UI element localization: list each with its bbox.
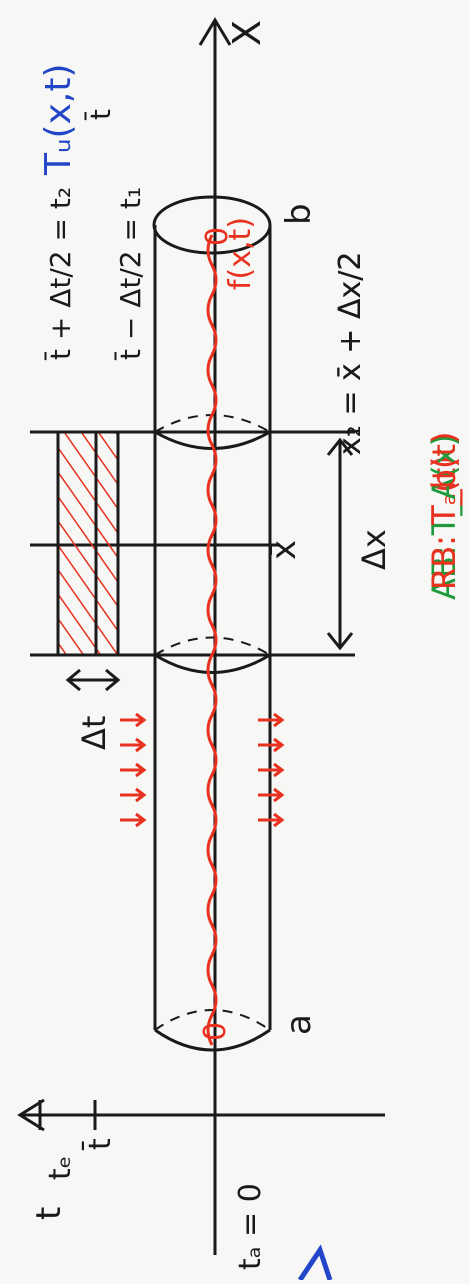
delta-t-arrowhead-left-icon xyxy=(65,668,81,692)
t1-formula: t̄ − Δt/2 = t₁ xyxy=(113,187,147,361)
t-axis-arrow-icon xyxy=(17,1098,45,1132)
boundary-zero-left: 0 xyxy=(198,1022,233,1041)
boundary-zero-right: 0 xyxy=(200,227,235,246)
x1-formula: x₁ = x̄ − Δx/2 xyxy=(333,252,368,455)
delta-x-arrowhead-bottom-icon xyxy=(326,632,354,651)
rod-bottom-cap xyxy=(154,1028,271,1052)
cross-section-x1-back xyxy=(154,636,271,656)
source-label: f(x,t) xyxy=(223,217,258,290)
x-axis-arrow-icon xyxy=(198,17,232,46)
tu-label: Tᵤ(x,t) xyxy=(38,63,79,176)
t-mid-label: t̄ xyxy=(83,109,117,121)
point-b-label: b xyxy=(279,203,319,225)
t-e-label: tₑ xyxy=(43,1156,78,1180)
x-bar-label: x̄ xyxy=(264,540,304,560)
t-bar-label: t̄ xyxy=(82,1138,118,1150)
blue-pen-mark xyxy=(297,1244,333,1282)
rb-b-label: RB: T_b(t) xyxy=(425,431,463,590)
rod-bottom-cap-back xyxy=(154,1009,271,1031)
flux-arrows-left xyxy=(120,712,147,828)
control-volume-hatch xyxy=(56,430,120,657)
delta-x-label: Δx xyxy=(355,529,393,570)
flux-arrows-right xyxy=(258,712,285,828)
delta-x-arrowhead-top-icon xyxy=(326,437,354,456)
t-a-zero-label: tₐ = 0 xyxy=(233,1183,268,1270)
cross-section-x1 xyxy=(154,653,271,674)
point-a-label: a xyxy=(279,1014,319,1035)
source-wave xyxy=(206,234,218,1046)
delta-t-arrowhead-right-icon xyxy=(105,668,121,692)
x-axis-label: X xyxy=(225,20,269,46)
rod-top-cap xyxy=(152,195,272,255)
t2-formula: t̄ + Δt/2 = t₂ xyxy=(43,187,77,361)
t-axis-label: t xyxy=(29,1207,69,1220)
cross-section-x2-back xyxy=(154,414,271,433)
ab-label: AB: T_A(x) xyxy=(425,434,463,600)
delta-t-label: Δt xyxy=(75,716,113,750)
x2-formula: x₂ = x̄ + Δx/2 xyxy=(333,252,368,455)
rb-a-label: RB: Tₐ(t) xyxy=(425,455,463,590)
